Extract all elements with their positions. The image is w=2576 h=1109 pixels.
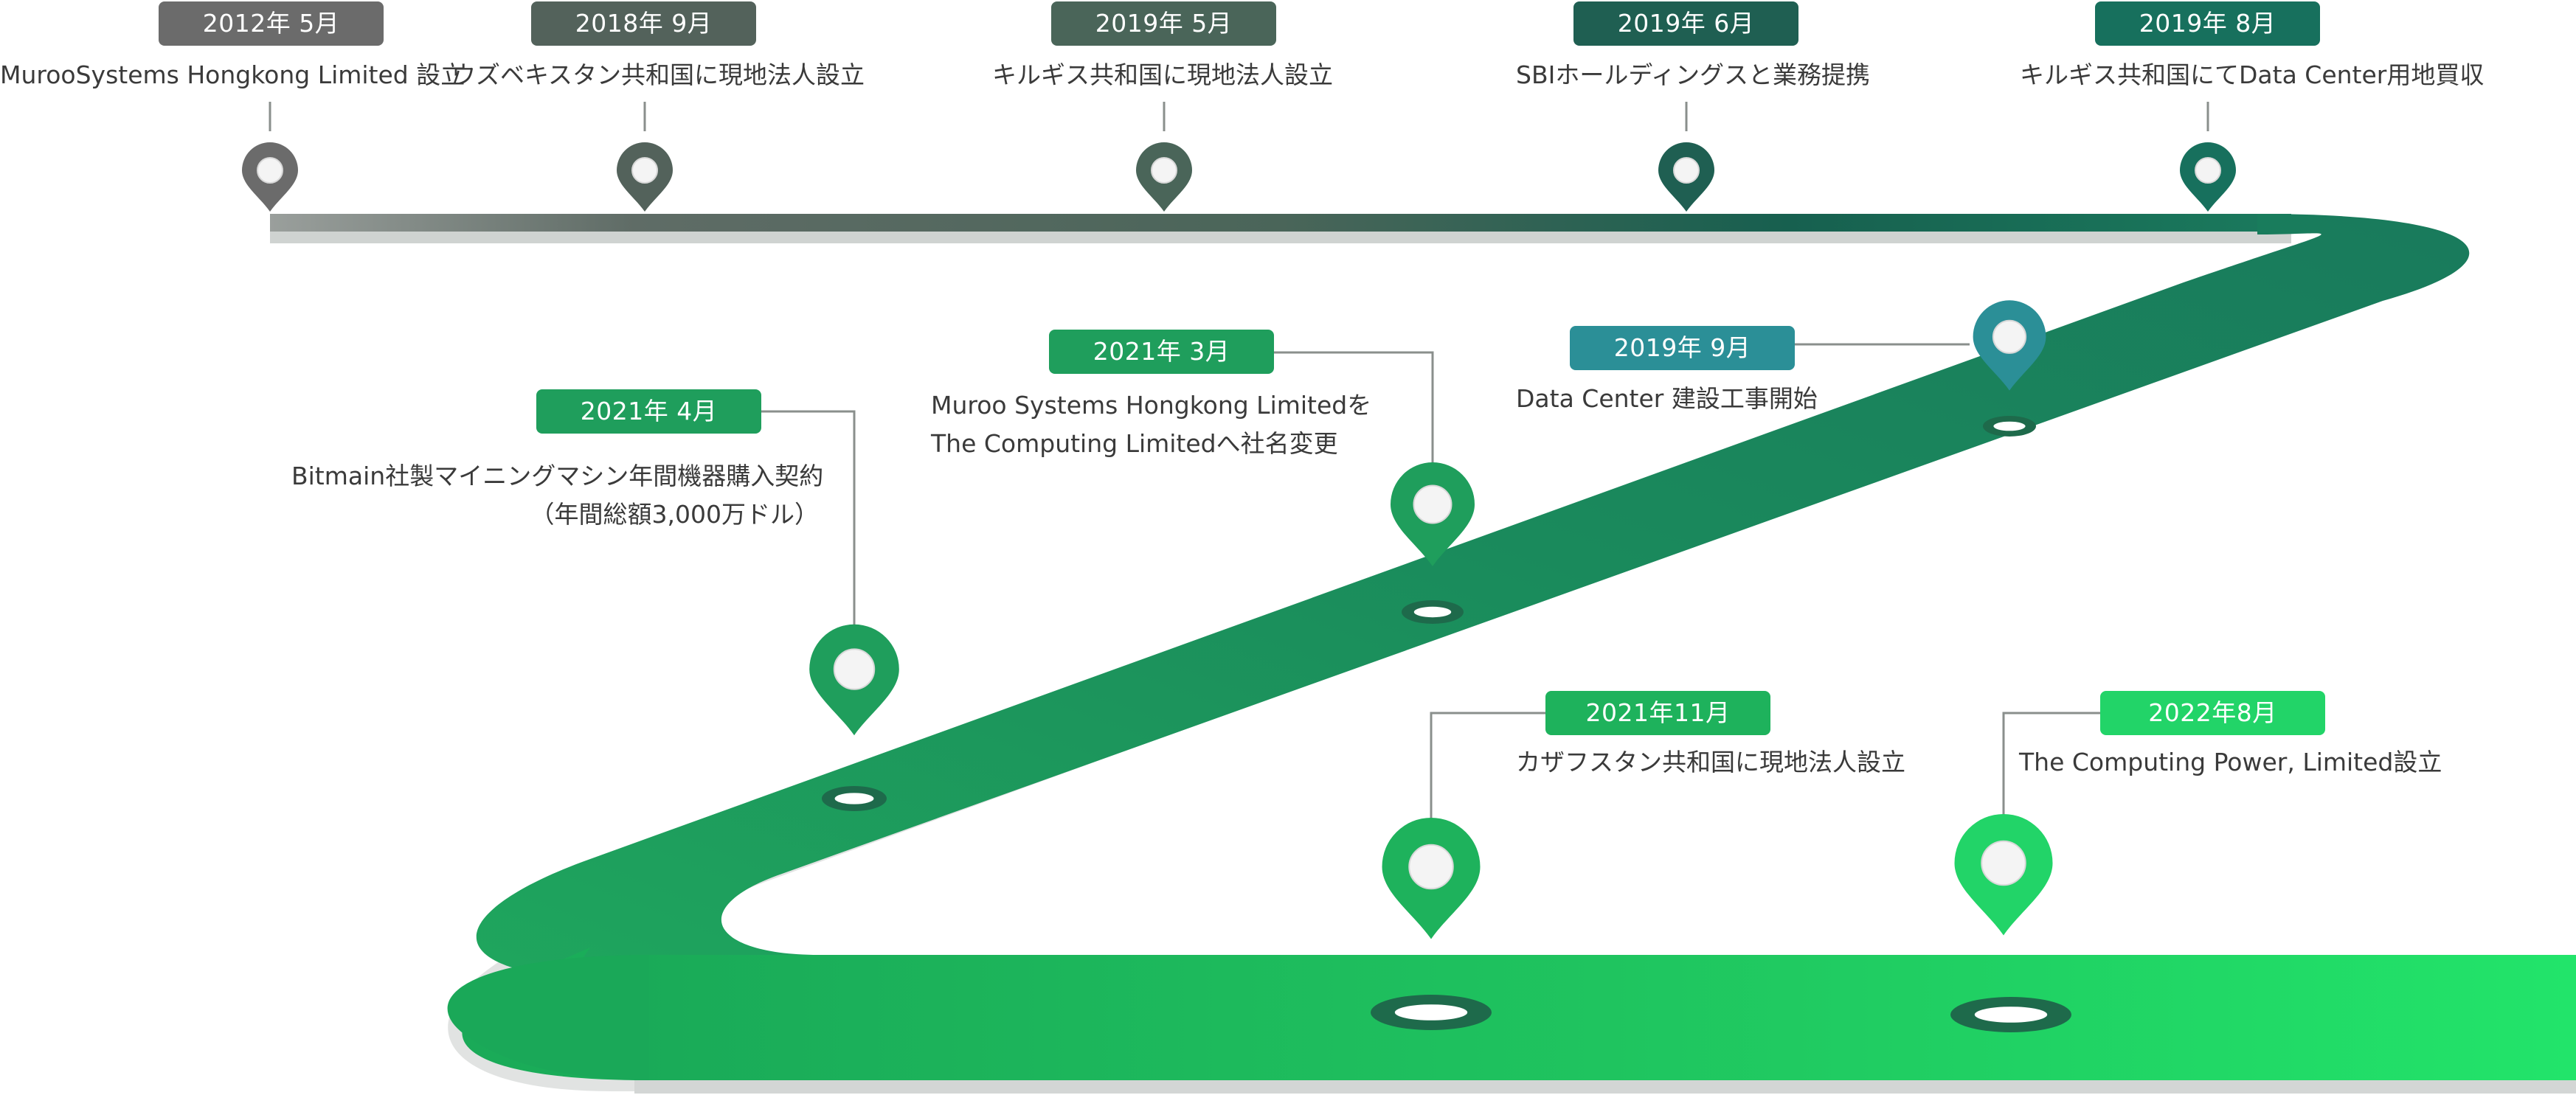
- date-badge: 2019年 6月: [1573, 1, 1798, 46]
- event-description-line: （年間総額3,000万ドル）: [530, 500, 819, 529]
- event-description-line: Data Center 建設工事開始: [1516, 384, 1818, 413]
- event-description: The Computing Power, Limited設立: [2019, 743, 2442, 782]
- event-description: Muroo Systems Hongkong Limitedを The Compu…: [931, 386, 1371, 463]
- event-description-line: The Computing Power, Limited設立: [2019, 748, 2442, 776]
- event-description: MurooSystems Hongkong Limited 設立: [0, 56, 465, 94]
- event-description: カザフスタン共和国に現地法人設立: [1516, 743, 1905, 782]
- event-description-line: The Computing Limitedへ社名変更: [931, 429, 1338, 458]
- date-badge: 2021年 3月: [1049, 330, 1274, 374]
- event-description: SBIホールディングスと業務提携: [1516, 56, 1870, 94]
- event-description-line: カザフスタン共和国に現地法人設立: [1516, 748, 1905, 776]
- date-badge: 2021年11月: [1545, 691, 1770, 735]
- event-description-line: Bitmain社製マイニングマシン年間機器購入契約: [291, 462, 824, 490]
- date-badge: 2018年 9月: [531, 1, 756, 46]
- event-description: Bitmain社製マイニングマシン年間機器購入契約 （年間総額3,000万ドル）: [291, 457, 824, 534]
- event-description-line: ウズベキスタン共和国に現地法人設立: [451, 60, 865, 89]
- event-description-line: Muroo Systems Hongkong Limitedを: [931, 391, 1372, 420]
- date-badge: 2019年 5月: [1051, 1, 1276, 46]
- date-badge: 2019年 8月: [2095, 1, 2320, 46]
- date-badge: 2022年8月: [2100, 691, 2325, 735]
- event-description-line: キルギス共和国にてData Center用地買収: [2020, 60, 2485, 89]
- event-description: ウズベキスタン共和国に現地法人設立: [451, 56, 865, 94]
- event-description-line: キルギス共和国に現地法人設立: [992, 60, 1333, 89]
- event-description: キルギス共和国に現地法人設立: [992, 56, 1333, 94]
- event-description-line: MurooSystems Hongkong Limited 設立: [0, 60, 465, 89]
- date-badge: 2019年 9月: [1570, 326, 1795, 370]
- event-description: キルギス共和国にてData Center用地買収: [2020, 56, 2484, 94]
- date-badge: 2012年 5月: [159, 1, 384, 46]
- event-description: Data Center 建設工事開始: [1516, 380, 1818, 418]
- event-description-line: SBIホールディングスと業務提携: [1516, 60, 1871, 89]
- date-badge: 2021年 4月: [536, 389, 761, 434]
